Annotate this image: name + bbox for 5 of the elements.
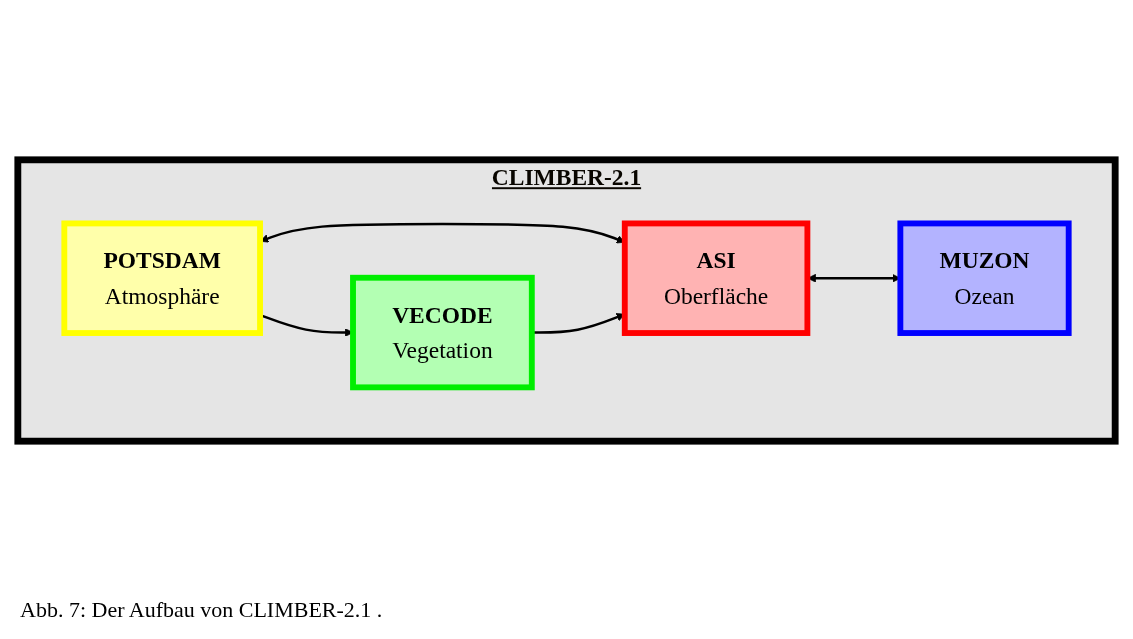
node-box: POTSDAM Atmosphäre (61, 220, 263, 336)
node-box: VECODE Vegetation (350, 274, 535, 391)
node-box: ASI Oberfläche (621, 220, 811, 336)
node-box: MUZON Ozean (897, 220, 1072, 336)
figure-caption: Abb. 7: Der Aufbau von CLIMBER-2.1 . (19, 596, 384, 624)
